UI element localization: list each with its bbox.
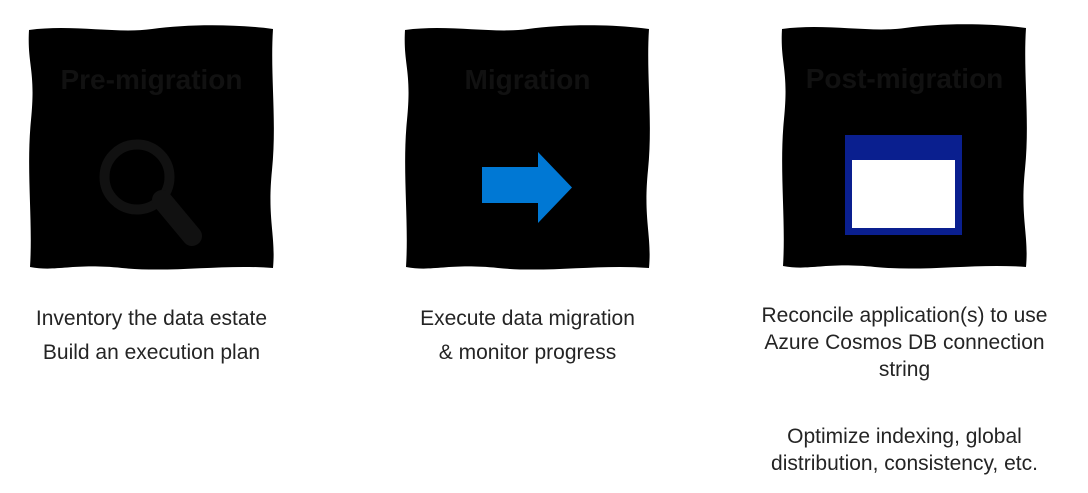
caption-pre-migration: Inventory the data estate Build an execu… xyxy=(0,302,337,370)
caption-line: Execute data migration xyxy=(420,307,635,330)
sketchy-border xyxy=(404,25,650,270)
caption-line: Inventory the data estate xyxy=(35,307,268,330)
caption-paragraph: Reconcile application(s) to use Azure Co… xyxy=(719,302,1088,383)
stage-title-migration: Migration xyxy=(464,64,591,95)
caption-line: string xyxy=(878,358,931,381)
stage-box-pre-migration: Pre-migration xyxy=(22,20,281,277)
caption-migration: Execute data migration & monitor progres… xyxy=(342,302,713,370)
arrow-right-icon xyxy=(482,152,572,223)
caption-post-migration: Reconcile application(s) to use Azure Co… xyxy=(719,302,1088,477)
caption-line: distribution, consistency, etc. xyxy=(771,452,1038,475)
caption-line: Azure Cosmos DB connection xyxy=(764,331,1045,354)
browser-window-icon xyxy=(845,135,962,235)
stage-box-migration: Migration xyxy=(398,20,657,277)
caption-line: Reconcile application(s) to use xyxy=(761,304,1048,327)
caption-line: Build an execution plan xyxy=(42,341,261,364)
stage-box-post-migration: Post-migration xyxy=(775,19,1034,276)
magnifier-icon xyxy=(99,139,202,246)
stage-title-post-migration: Post-migration xyxy=(805,63,1004,94)
caption-line: & monitor progress xyxy=(438,341,617,364)
caption-paragraph: Optimize indexing, global distribution, … xyxy=(719,423,1088,477)
caption-line: Optimize indexing, global xyxy=(787,425,1022,448)
stage-title-pre-migration: Pre-migration xyxy=(60,64,243,95)
